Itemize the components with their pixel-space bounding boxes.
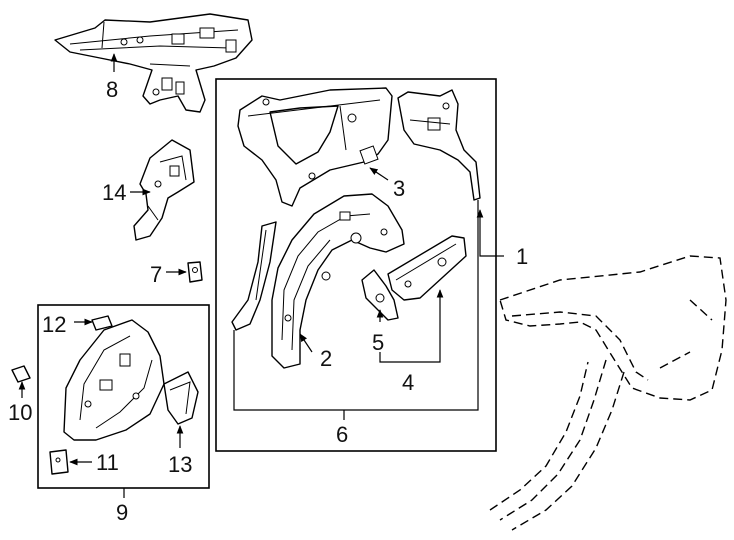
callout-1: 1 [516, 244, 528, 269]
callout-7: 7 [150, 262, 162, 287]
callout-12: 12 [42, 312, 66, 337]
callout-11: 11 [96, 450, 119, 475]
part-11-clip [49, 449, 69, 475]
part-9-splash-shield [63, 319, 165, 441]
callouts: 1 2 3 4 5 6 7 8 9 10 11 12 13 14 [8, 77, 528, 525]
callout-4: 4 [402, 370, 414, 395]
callout-14: 14 [102, 180, 126, 205]
callout-13: 13 [168, 452, 192, 477]
callout-8: 8 [106, 77, 118, 102]
part-2-wheelhouse [271, 193, 405, 369]
part-10-clip [11, 365, 31, 383]
part-12-clip [91, 315, 113, 331]
part-8-upper-rail [54, 13, 253, 113]
part-13-cover [163, 371, 199, 425]
part-5-bracket [361, 269, 399, 321]
vehicle-outline [489, 255, 727, 531]
part-4-rail [387, 235, 467, 301]
part-3-upper-panel [237, 87, 393, 207]
callout-3: 3 [393, 176, 405, 201]
callout-5: 5 [372, 330, 384, 355]
part-3-rear-extension [397, 89, 481, 201]
callout-6: 6 [336, 422, 348, 447]
group-box-1 [215, 78, 497, 452]
part-14-bracket [133, 139, 195, 241]
leader-lines [18, 53, 504, 498]
part-7-clip [187, 261, 203, 283]
callout-9: 9 [116, 500, 128, 525]
callout-2: 2 [320, 346, 332, 371]
part-6-strip [231, 221, 277, 331]
callout-10: 10 [8, 400, 32, 425]
